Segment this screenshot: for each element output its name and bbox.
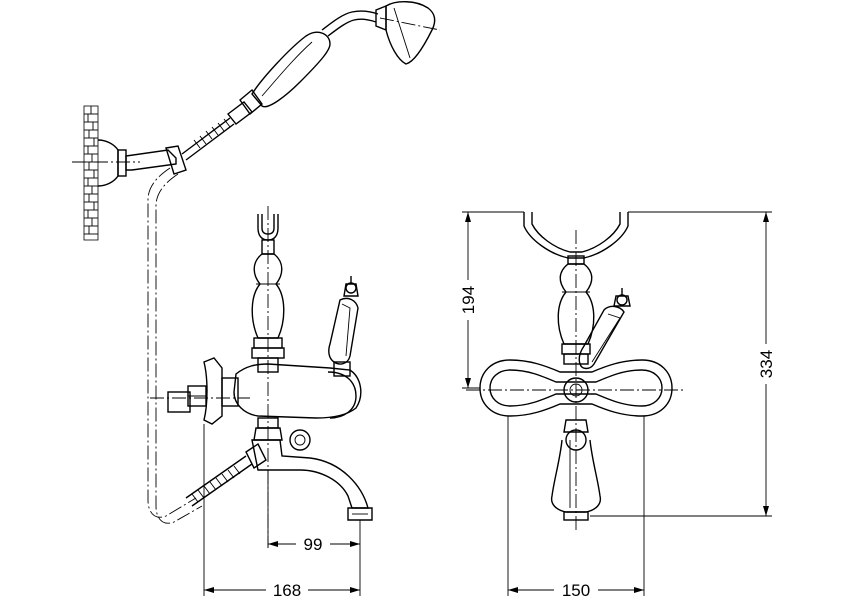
side-view-mixer — [150, 206, 373, 548]
dimension-label-150: 150 — [562, 581, 590, 600]
shower-hose — [147, 167, 203, 524]
dimension-overall-height: 334 — [590, 211, 776, 517]
dimension-centers-width: 150 — [507, 416, 645, 600]
dimension-overall-depth: 168 — [203, 424, 360, 600]
dimension-label-99: 99 — [304, 535, 323, 554]
dimension-label-194: 194 — [459, 286, 478, 314]
front-view-mixer — [466, 212, 684, 530]
wall-bracket — [72, 139, 187, 187]
dimension-label-168: 168 — [273, 581, 301, 600]
dimension-label-334: 334 — [757, 350, 776, 378]
wall-brick-section — [83, 105, 99, 241]
dimension-outlet-height: 194 — [458, 211, 524, 389]
dimension-spout-reach: 99 — [267, 470, 361, 596]
hand-shower — [181, 1, 441, 161]
